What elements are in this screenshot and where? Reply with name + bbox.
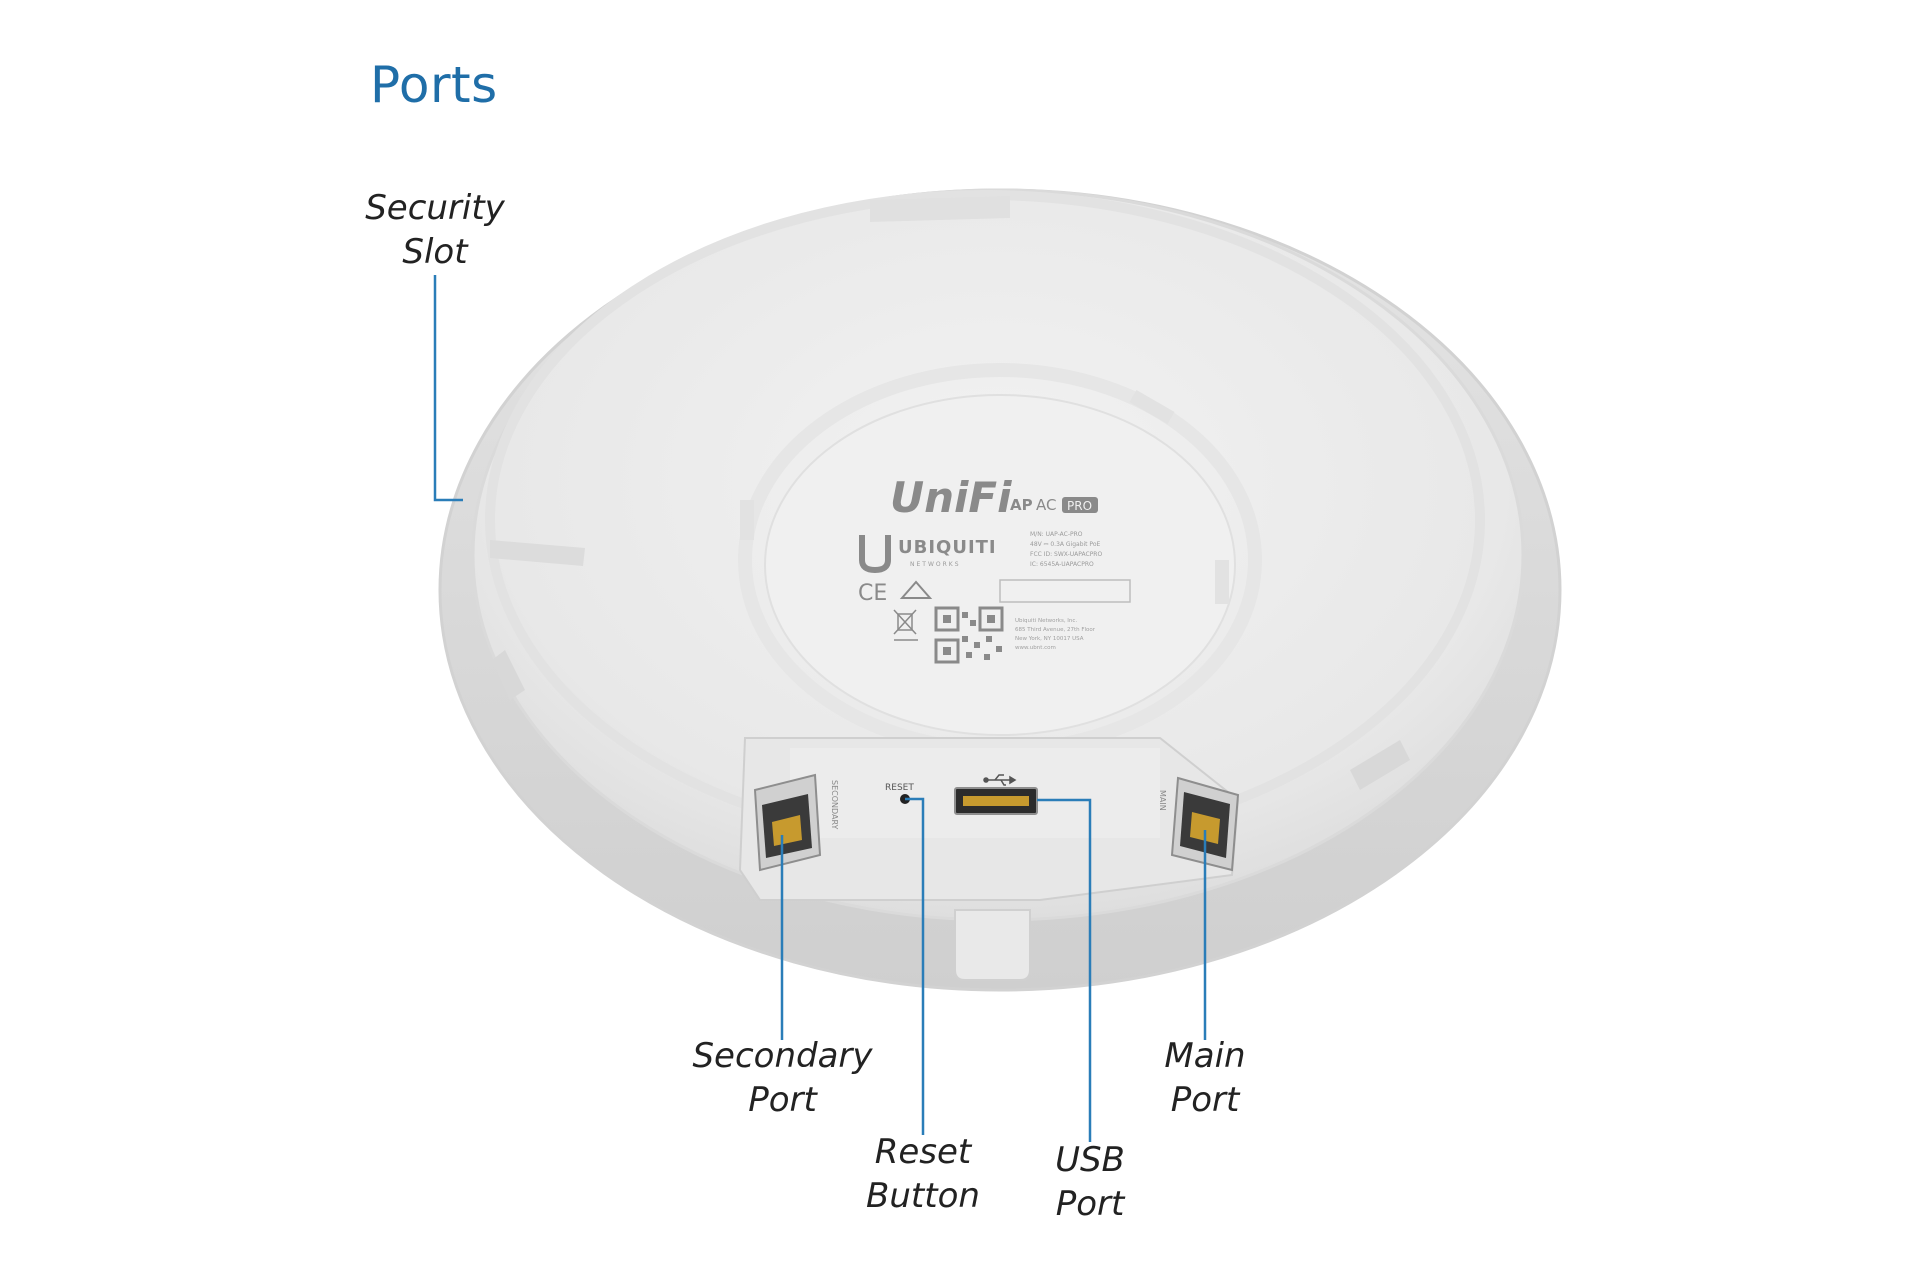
- model-ap-text: AP: [1010, 496, 1033, 514]
- maker-sub-text: NETWORKS: [910, 561, 961, 568]
- callout-line: USB: [1055, 1140, 1125, 1180]
- right-mount-tab: [1350, 740, 1410, 790]
- usb-port-callout: USB Port: [1030, 1138, 1150, 1226]
- callout-line: Port: [748, 1080, 817, 1120]
- reset-button-leader: [905, 797, 925, 1135]
- top-notch: [870, 196, 1010, 222]
- main-ethernet-port: [1170, 776, 1240, 872]
- left-mount-tab: [492, 650, 525, 700]
- weee-bin-icon: [893, 609, 918, 641]
- bottom-clip: [954, 909, 1031, 981]
- maker-name-text: UBIQUITI: [898, 537, 997, 558]
- callout-line: Port: [1055, 1184, 1125, 1224]
- spec-line: M/N: UAP-AC-PRO: [1030, 531, 1083, 538]
- secondary-ethernet-port: [753, 773, 822, 872]
- plate-tab: [1129, 389, 1175, 425]
- model-pro-text: PRO: [1067, 499, 1092, 513]
- page-title: Ports: [370, 56, 498, 114]
- callout-line: Reset: [874, 1132, 972, 1172]
- ce-mark: CE: [858, 581, 887, 606]
- address-line: Ubiquiti Networks, Inc.: [1015, 618, 1077, 624]
- plate-tab: [740, 500, 754, 540]
- address-lines: Ubiquiti Networks, Inc. 685 Third Avenue…: [1015, 618, 1096, 651]
- reset-label: RESET: [885, 783, 914, 793]
- address-line: 685 Third Avenue, 27th Floor: [1015, 627, 1096, 633]
- qr-code-icon: [934, 606, 1004, 664]
- address-line: New York, NY 10017 USA: [1015, 636, 1084, 642]
- leader-lines: [433, 275, 1207, 1142]
- ubiquiti-logo-icon: [859, 535, 891, 574]
- spec-line: FCC ID: SWX-UAPACPRO: [1030, 551, 1102, 558]
- callout-line: Button: [866, 1176, 980, 1216]
- main-port-label: MAIN: [1158, 790, 1167, 811]
- spec-lines: M/N: UAP-AC-PRO 48V ⎓ 0.3A Gigabit PoE F…: [1030, 531, 1102, 568]
- brand-logo-text: UniFi: [890, 473, 1012, 522]
- reset-button-callout: Reset Button: [853, 1130, 993, 1218]
- model-pro-badge: [1062, 497, 1098, 513]
- security-slot-leader: [433, 275, 463, 502]
- address-line: www.ubnt.com: [1015, 645, 1056, 651]
- plate-tab: [1215, 560, 1229, 604]
- secondary-port-callout: Secondary Port: [690, 1034, 875, 1122]
- callout-line: Security: [365, 188, 505, 228]
- spec-line: IC: 6545A-UAPACPRO: [1030, 561, 1094, 568]
- callout-line: Secondary: [692, 1036, 873, 1076]
- callout-line: Port: [1170, 1080, 1240, 1120]
- compliance-mark-icon: [899, 580, 933, 599]
- spec-line: 48V ⎓ 0.3A Gigabit PoE: [1030, 541, 1101, 548]
- left-notch: [490, 540, 585, 566]
- secondary-port-label: SECONDARY: [830, 780, 839, 830]
- usb-port: [954, 787, 1038, 815]
- security-slot-callout: Security Slot: [365, 186, 505, 274]
- usb-symbol-icon: [983, 774, 1017, 786]
- usb-port-leader: [1037, 798, 1092, 1142]
- serial-box: [999, 579, 1131, 603]
- callout-line: Main: [1164, 1036, 1246, 1076]
- model-ac-text: AC: [1036, 496, 1056, 514]
- callout-line: Slot: [402, 232, 468, 272]
- label-plate: [764, 394, 1236, 736]
- main-port-callout: Main Port: [1145, 1034, 1265, 1122]
